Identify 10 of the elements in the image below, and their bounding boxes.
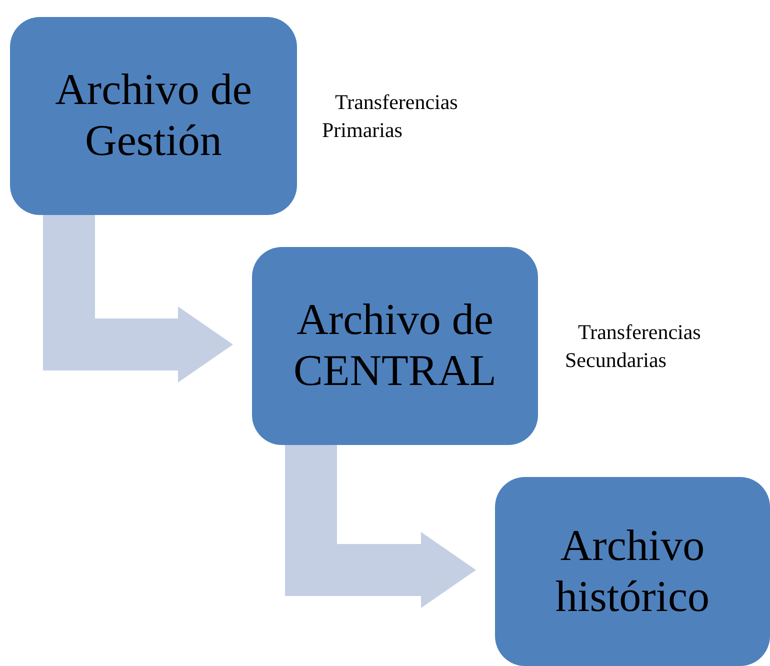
rounded-box <box>252 247 538 445</box>
box-label: Archivo de Gestión <box>54 65 253 167</box>
box-label: Archivo de CENTRAL <box>292 295 498 397</box>
transfer-note: Transferencias Primarias <box>322 89 459 144</box>
rounded-box <box>10 17 297 215</box>
transfer-note: Transferencias Secundarias <box>565 319 702 374</box>
bent-arrow <box>43 215 233 382</box>
bent-arrow <box>285 445 476 608</box>
box-label: Archivo histórico <box>554 520 710 622</box>
rounded-box <box>495 477 770 666</box>
